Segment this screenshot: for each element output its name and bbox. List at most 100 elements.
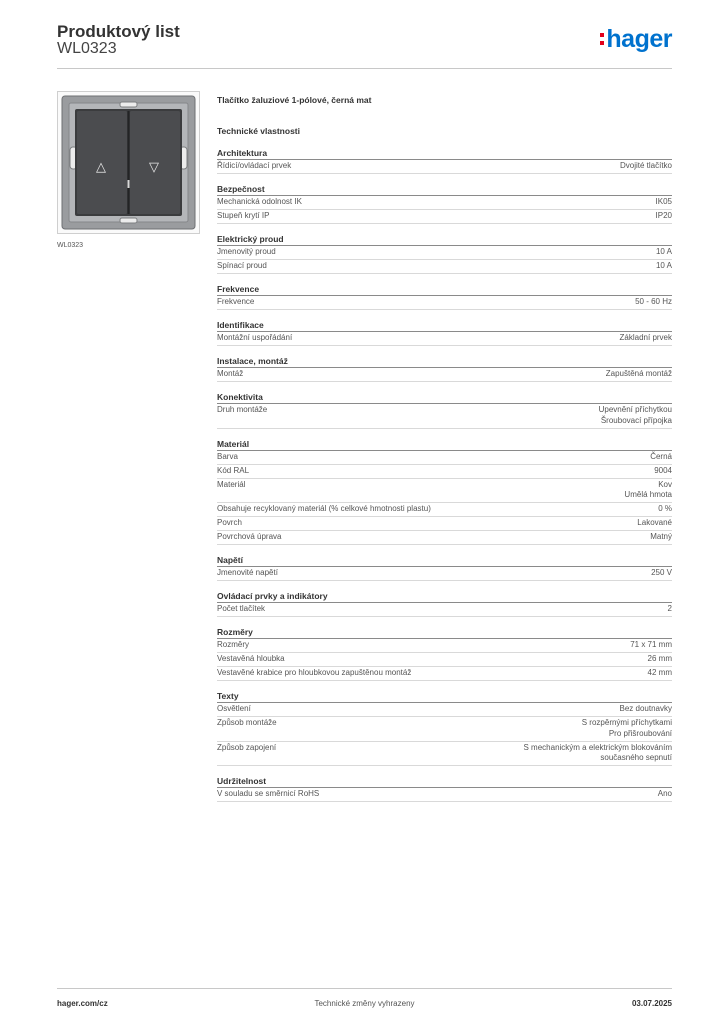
spec-value: IK05 bbox=[656, 197, 672, 208]
spec-row: Spínací proud 10 A bbox=[217, 260, 672, 274]
document-title: Produktový list bbox=[57, 22, 180, 41]
spec-label: Jmenovitý proud bbox=[217, 247, 276, 256]
footer-website: hager.com/cz bbox=[57, 999, 108, 1008]
section-title: Bezpečnost bbox=[217, 183, 672, 196]
spec-value-line: IK05 bbox=[655, 197, 672, 206]
spec-value: Lakované bbox=[637, 518, 672, 529]
spec-value-line: 0 % bbox=[658, 504, 672, 513]
spec-label: Frekvence bbox=[217, 297, 255, 306]
page-header: Produktový list WL0323 hager bbox=[57, 20, 672, 69]
product-name: Tlačítko žaluziové 1-pólové, černá mat bbox=[217, 95, 372, 105]
spec-value-line: 9004 bbox=[654, 465, 672, 475]
spec-value: 2 bbox=[668, 604, 672, 615]
spec-value-line: Kov bbox=[658, 479, 672, 489]
spec-value-line: Ano bbox=[657, 789, 672, 798]
spec-value-line: Dvojité tlačítko bbox=[619, 161, 672, 170]
product-image: △ ▽ bbox=[57, 91, 200, 234]
section-title: Udržitelnost bbox=[217, 775, 672, 788]
page-footer: hager.com/cz Technické změny vyhrazeny 0… bbox=[57, 988, 672, 1011]
section-title: Konektivita bbox=[217, 391, 672, 404]
spec-label: V souladu se směrnicí RoHS bbox=[217, 789, 320, 798]
spec-value: Ano bbox=[658, 789, 672, 800]
spec-value-line: Bez doutnavky bbox=[619, 704, 672, 713]
spec-value-line: 10 A bbox=[655, 247, 672, 256]
spec-value: 42 mm bbox=[648, 668, 672, 679]
spec-label: Stupeň krytí IP bbox=[217, 211, 270, 220]
spec-value: 10 A bbox=[656, 247, 672, 258]
spec-value: 10 A bbox=[656, 261, 672, 272]
spec-label: Mechanická odolnost IK bbox=[217, 197, 302, 206]
spec-value-line: Lakované bbox=[637, 518, 672, 527]
spec-label: Barva bbox=[217, 451, 238, 461]
spec-label: Způsob montáže bbox=[217, 718, 277, 727]
spec-value: IP20 bbox=[656, 211, 672, 222]
spec-label: Montážní uspořádání bbox=[217, 333, 293, 342]
section-title: Frekvence bbox=[217, 283, 672, 296]
spec-value-line: 50 - 60 Hz bbox=[635, 297, 672, 306]
spec-row: Jmenovitý proud 10 A bbox=[217, 246, 672, 260]
spec-label: Vestavěná hloubka bbox=[217, 654, 285, 663]
spec-value-line: Umělá hmota bbox=[624, 490, 672, 499]
spec-value: Bez doutnavky bbox=[620, 704, 672, 715]
spec-value: Černá bbox=[650, 452, 672, 463]
spec-value: Zapuštěná montáž bbox=[606, 369, 672, 380]
spec-value-line: 42 mm bbox=[647, 668, 672, 677]
spec-label: Obsahuje recyklovaný materiál (% celkové… bbox=[217, 504, 431, 513]
spec-value: 26 mm bbox=[648, 654, 672, 665]
section-title: Rozměry bbox=[217, 626, 672, 639]
spec-value: 250 V bbox=[651, 568, 672, 579]
spec-label: Montáž bbox=[217, 369, 244, 378]
spec-value-line: 10 A bbox=[655, 261, 672, 270]
section-title: Texty bbox=[217, 690, 672, 703]
spec-value: 0 % bbox=[658, 504, 672, 515]
spec-value: Základní prvek bbox=[620, 333, 672, 344]
footer-notice: Technické změny vyhrazeny bbox=[314, 999, 415, 1008]
spec-row: Montážní uspořádání Základní prvek bbox=[217, 332, 672, 346]
section-title: Materiál bbox=[217, 438, 672, 451]
spec-value: Dvojité tlačítko bbox=[620, 161, 672, 172]
spec-value-line: Černá bbox=[650, 451, 672, 461]
spec-label: Vestavěné krabice pro hloubkovou zapuště… bbox=[217, 668, 412, 677]
spec-value-line: 250 V bbox=[651, 568, 672, 577]
spec-row: Kód RAL 9004 bbox=[217, 465, 672, 479]
spec-row: Povrch Lakované bbox=[217, 517, 672, 531]
spec-value: 50 - 60 Hz bbox=[635, 297, 672, 308]
technical-properties-title: Technické vlastnosti bbox=[217, 126, 300, 136]
section-title: Napětí bbox=[217, 554, 672, 567]
spec-label: Rozměry bbox=[217, 640, 250, 649]
spec-value-line: S rozpěrnými příchytkami bbox=[581, 718, 672, 727]
spec-row: V souladu se směrnicí RoHS Ano bbox=[217, 788, 672, 802]
spec-row: Obsahuje recyklovaný materiál (% celkové… bbox=[217, 503, 672, 517]
spec-value-line: S mechanickým a elektrickým blokováním bbox=[523, 742, 673, 752]
spec-label: Povrch bbox=[217, 518, 242, 527]
spec-label: Kód RAL bbox=[217, 465, 250, 475]
spec-value-line: 26 mm bbox=[647, 654, 672, 663]
spec-label: Spínací proud bbox=[217, 261, 267, 270]
spec-value: Matný bbox=[650, 532, 672, 543]
image-caption: WL0323 bbox=[57, 242, 84, 249]
spec-row: Frekvence 50 - 60 Hz bbox=[217, 296, 672, 310]
spec-value-line: Šroubovací přípojka bbox=[600, 415, 672, 425]
spec-row: Barva Černá bbox=[217, 451, 672, 465]
spec-value-line: 2 bbox=[667, 604, 672, 613]
